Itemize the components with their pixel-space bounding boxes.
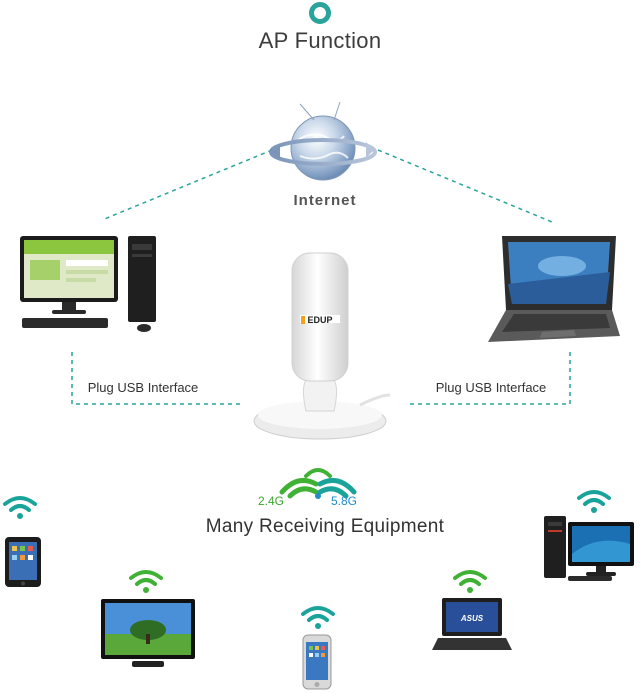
header-ring-icon — [309, 2, 331, 24]
smartphone-icon — [302, 634, 332, 690]
asus-brand-label: ASUS — [460, 614, 484, 623]
plug-usb-label-left: Plug USB Interface — [87, 380, 199, 395]
television-icon — [101, 599, 195, 667]
adapter-brand-label: EDUP — [307, 315, 332, 325]
desktop-computer-icon — [20, 236, 156, 332]
internet-label: Internet — [293, 192, 357, 209]
band-label-2-4g: 2.4G — [258, 494, 285, 508]
desktop-pc-icon — [544, 516, 634, 581]
wifi-signal-icon-tv — [129, 570, 163, 593]
wifi-signal-icon-desktop — [577, 490, 611, 513]
laptop-icon — [488, 236, 620, 342]
line-desktop-to-adapter — [71, 352, 240, 405]
line-globe-to-laptop — [377, 149, 553, 223]
tablet-icon — [5, 537, 41, 587]
wifi-signal-icon-laptop — [453, 570, 487, 593]
band-label-5-8g: 5.8G — [331, 494, 358, 508]
dual-band-wifi-logo-icon — [279, 468, 357, 499]
wifi-signal-icon-phone — [301, 606, 335, 629]
asus-laptop-icon: ASUS — [432, 598, 512, 650]
line-laptop-to-adapter — [406, 352, 571, 405]
line-globe-to-desktop — [101, 149, 273, 221]
page-title: AP Function — [258, 28, 382, 53]
receiving-equipment-title: Many Receiving Equipment — [205, 516, 445, 537]
plug-usb-label-right: Plug USB Interface — [435, 380, 547, 395]
usb-wifi-adapter-icon: EDUP — [253, 252, 390, 440]
wifi-signal-icon-tablet — [3, 496, 37, 519]
internet-globe-icon — [269, 101, 377, 181]
